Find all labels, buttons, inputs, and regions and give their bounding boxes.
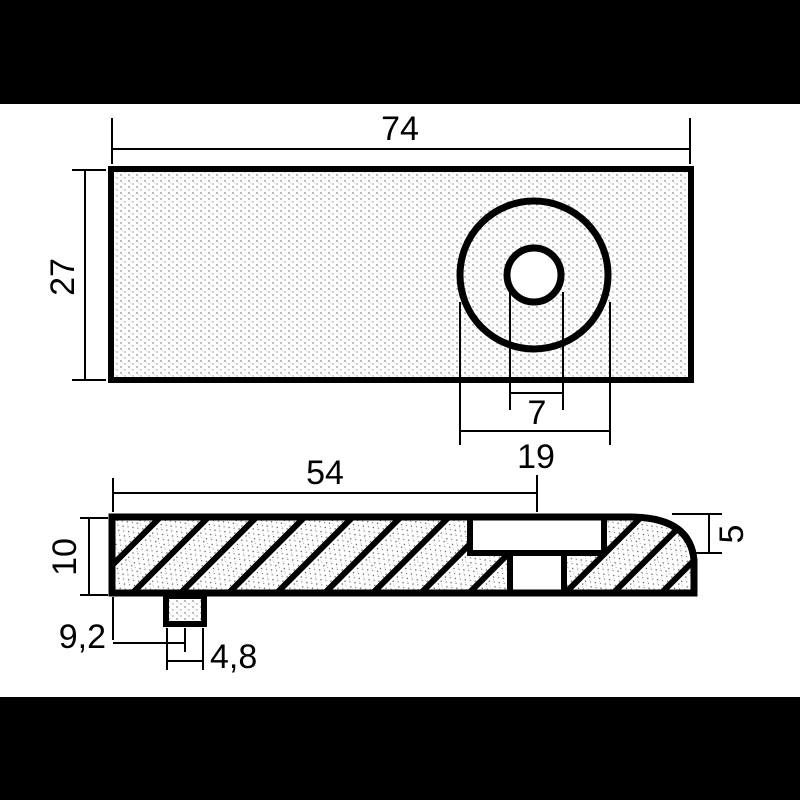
dim-pin-offset: 9,2 <box>59 618 106 656</box>
side-view: 54 10 5 9,2 4,8 <box>46 454 751 676</box>
top-view: 74 27 7 19 <box>44 110 694 476</box>
through-hole-cavity <box>507 550 567 596</box>
dim-hole-offset: 54 <box>306 454 344 492</box>
mounting-pin <box>163 593 207 627</box>
through-hole-circle <box>503 244 565 306</box>
technical-drawing: 74 27 7 19 <box>44 110 751 676</box>
drawing-canvas: 74 27 7 19 <box>0 104 800 697</box>
dim-counterbore-depth: 5 <box>713 525 751 544</box>
bottom-letterbox-bar <box>0 697 800 800</box>
dim-counterbore-diameter: 19 <box>517 438 555 476</box>
top-view-body <box>108 166 694 383</box>
counterbore-cavity <box>467 514 607 556</box>
dim-thickness: 10 <box>46 538 84 576</box>
dim-overall-width: 27 <box>44 258 82 296</box>
dim-hole-diameter: 7 <box>528 394 547 432</box>
top-letterbox-bar <box>0 0 800 104</box>
dim-pin-width: 4,8 <box>210 638 257 676</box>
counterbore-circle <box>456 197 612 353</box>
dim-overall-length: 74 <box>381 110 419 148</box>
